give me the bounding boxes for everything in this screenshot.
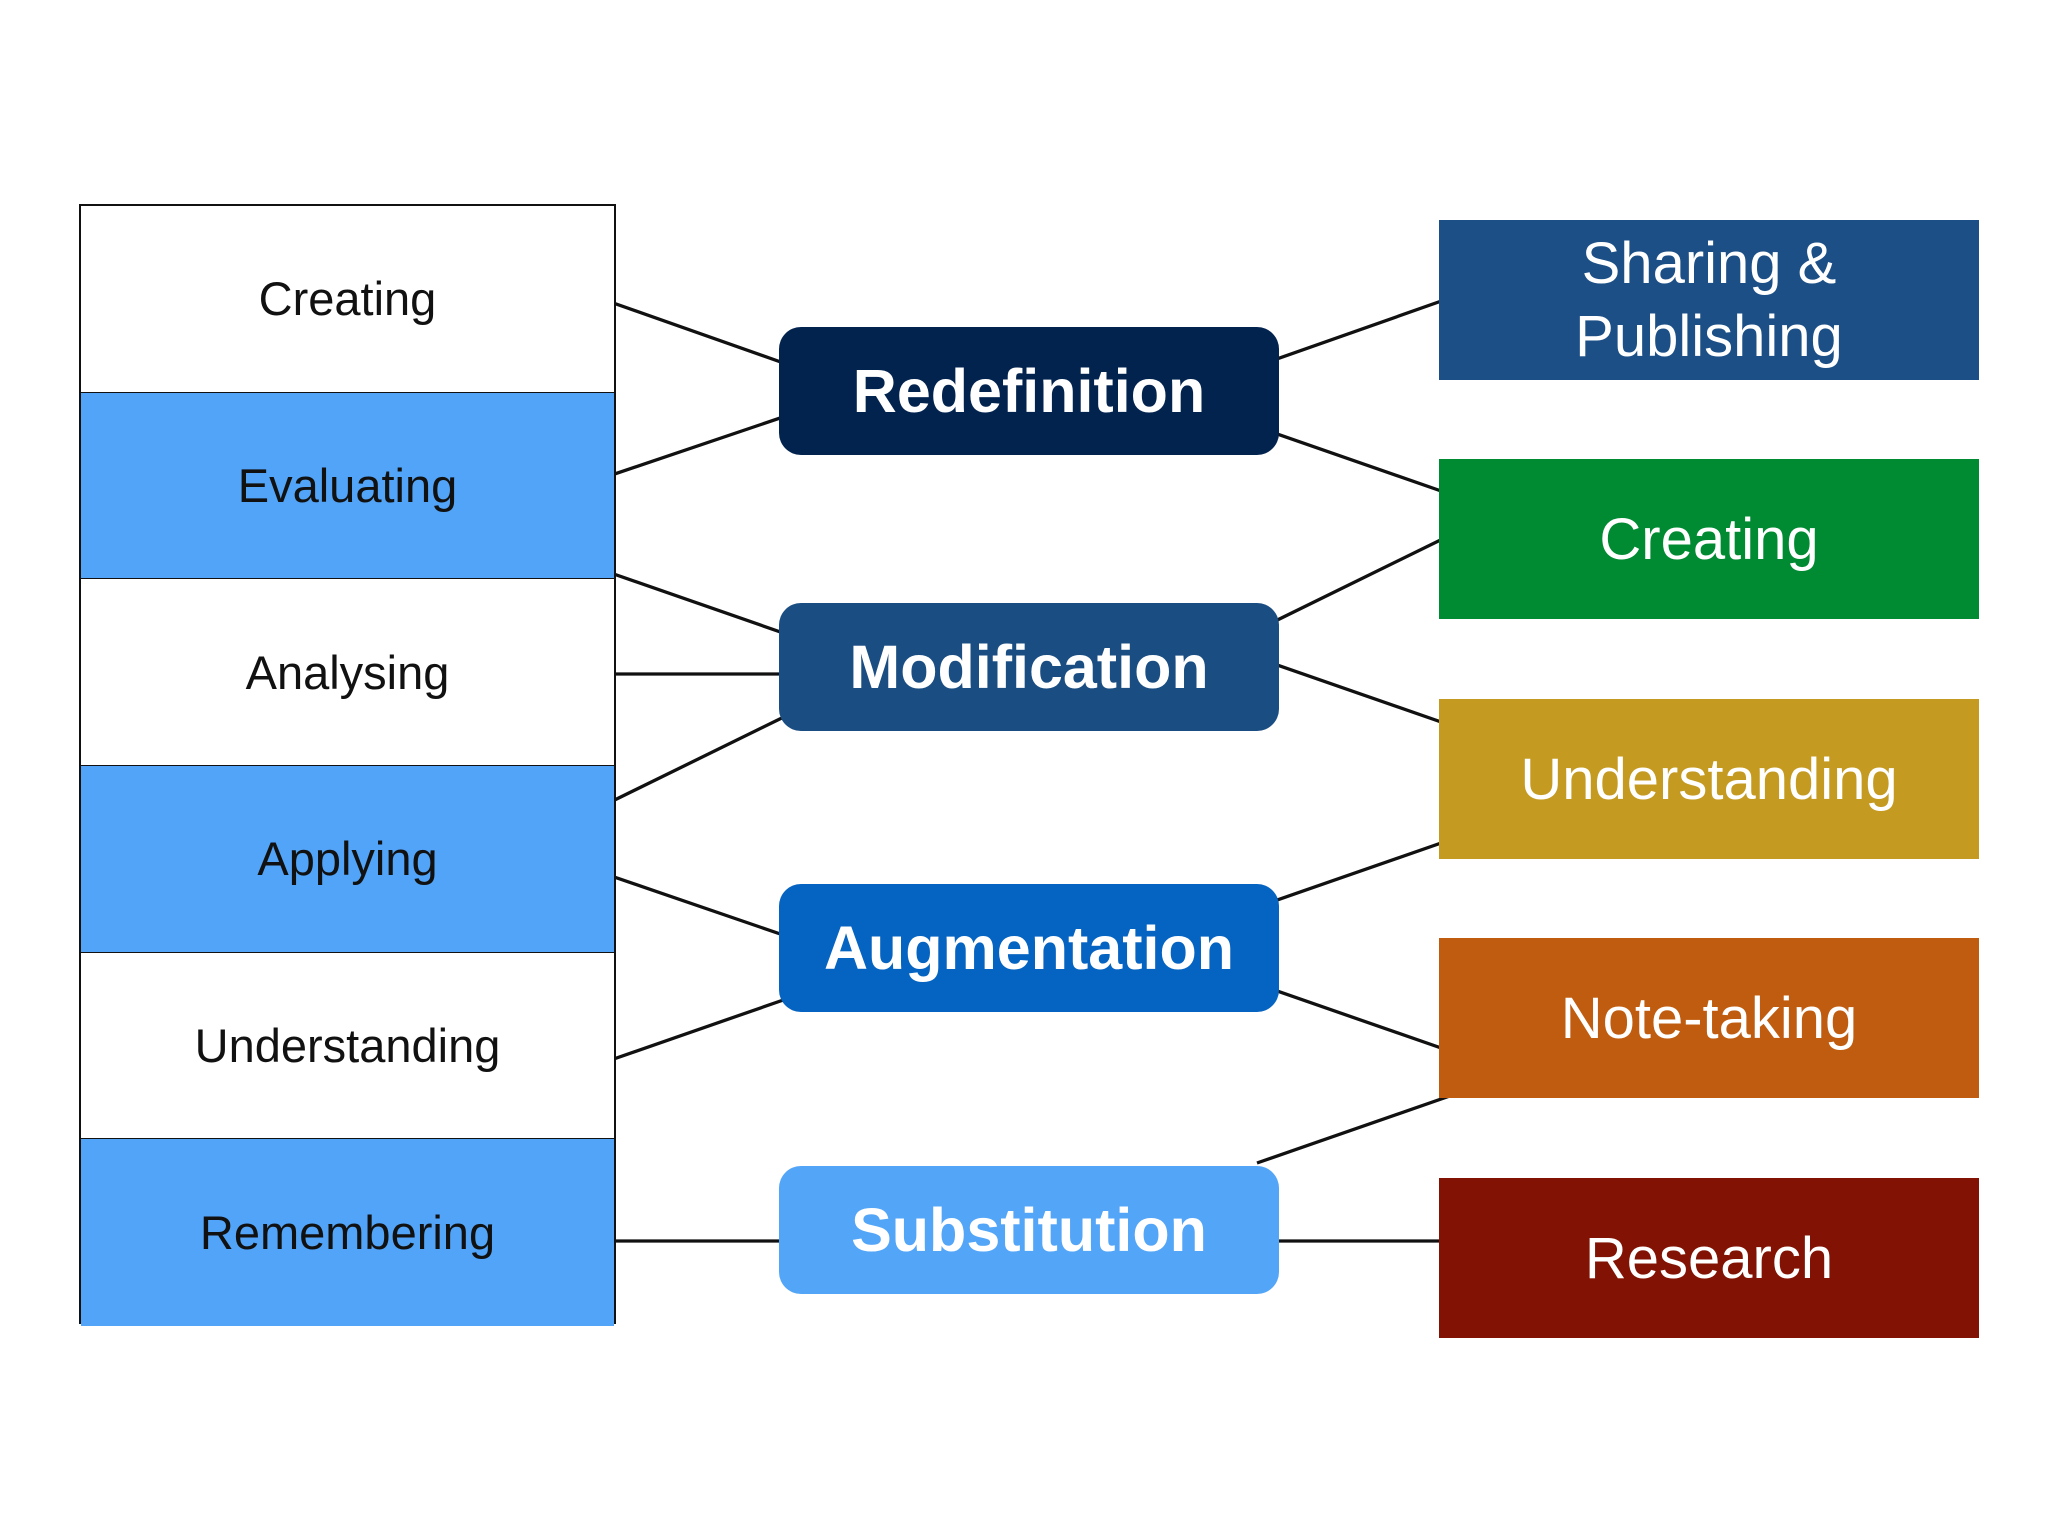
connector-applying-augmentation	[581, 864, 793, 940]
connector-evaluating-redefinition	[581, 412, 793, 487]
connector-augmentation-notetaking	[1256, 982, 1468, 1059]
samr-augmentation-box: Augmentation	[779, 884, 1279, 1012]
bloom-level-evaluating: Evaluating	[81, 392, 614, 580]
connector-modification-creating	[1256, 525, 1468, 632]
bloom-level-creating: Creating	[81, 206, 614, 393]
activity-sharing-publishing-box: Sharing & Publishing	[1439, 220, 1979, 380]
activity-note-taking-box: Note-taking	[1439, 938, 1979, 1098]
bloom-level-analysing: Analysing	[81, 579, 614, 766]
connector-creating-redefinition	[581, 290, 793, 368]
connector-applying-modification	[581, 711, 793, 818]
activity-research-box: Research	[1439, 1178, 1979, 1338]
connector-redefinition-sharing	[1256, 290, 1468, 368]
connector-substitution-notetaking	[1256, 1088, 1468, 1165]
bloom-level-understanding: Understanding	[81, 952, 614, 1140]
connector-redefinition-creating	[1256, 425, 1468, 502]
bloom-level-remembering: Remembering	[81, 1139, 614, 1326]
bloom-taxonomy-column: Creating Evaluating Analysing Applying U…	[79, 204, 616, 1326]
samr-redefinition-box: Redefinition	[779, 327, 1279, 455]
activity-creating-box: Creating	[1439, 459, 1979, 619]
samr-modification-box: Modification	[779, 603, 1279, 731]
samr-substitution-box: Substitution	[779, 1166, 1279, 1294]
connector-understanding-augmentation	[581, 995, 793, 1072]
connector-evaluating-modification	[581, 561, 793, 638]
activity-understanding-box: Understanding	[1439, 699, 1979, 859]
connector-modification-understanding	[1256, 656, 1468, 733]
connector-augmentation-understanding	[1256, 832, 1468, 909]
bloom-level-applying: Applying	[81, 765, 614, 953]
